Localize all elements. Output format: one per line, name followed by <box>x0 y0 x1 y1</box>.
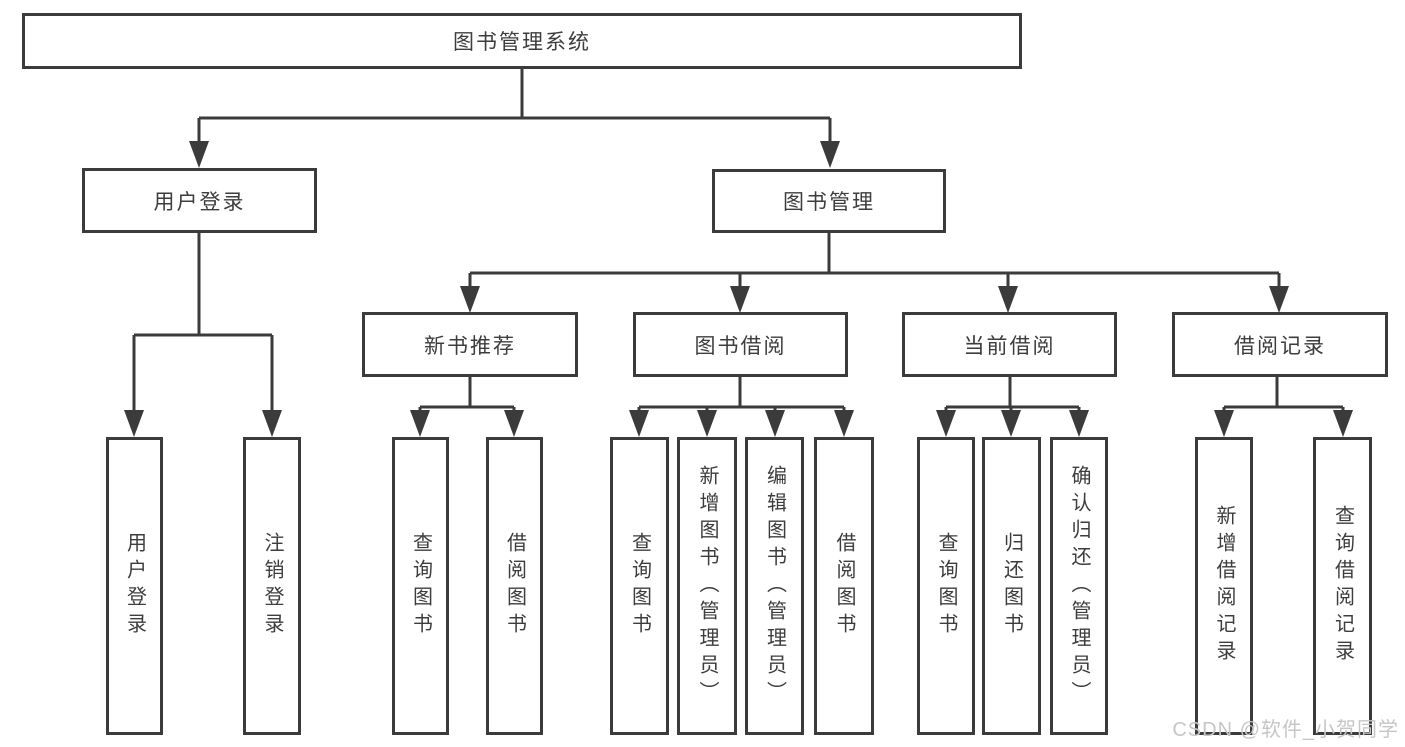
node-borrowing-records-label: 借阅记录 <box>1234 334 1326 358</box>
leaf-user-login-label: 用户登录 <box>123 532 146 640</box>
leaf-br-add-record: 新增借阅记录 <box>1195 437 1253 735</box>
leaf-logout-label: 注销登录 <box>261 532 283 640</box>
node-book-management-label: 图书管理 <box>783 191 875 214</box>
csdn-watermark: CSDN @软件_小贺同学 <box>1172 719 1399 741</box>
leaf-user-login: 用户登录 <box>106 437 163 735</box>
leaf-bb-edit-books-label: 编辑图书（管理员） <box>763 464 786 708</box>
leaf-bb-add-books-label: 新增图书（管理员） <box>696 464 718 708</box>
leaf-logout: 注销登录 <box>243 437 301 735</box>
node-user-login: 用户登录 <box>82 168 317 233</box>
leaf-cb-query-books-label: 查询图书 <box>935 532 957 640</box>
node-new-book-recommend: 新书推荐 <box>362 312 578 377</box>
leaf-br-query-record-label: 查询借阅记录 <box>1331 505 1354 667</box>
leaf-cb-return-books: 归还图书 <box>982 437 1041 735</box>
leaf-br-add-record-label: 新增借阅记录 <box>1213 505 1235 667</box>
leaf-cb-query-books: 查询图书 <box>917 437 975 735</box>
node-book-borrowing: 图书借阅 <box>633 312 848 377</box>
leaf-bb-query-books: 查询图书 <box>610 437 669 735</box>
leaf-cb-confirm-return-label: 确认归还（管理员） <box>1068 464 1090 708</box>
node-current-borrowing: 当前借阅 <box>902 312 1117 377</box>
leaf-bb-add-books: 新增图书（管理员） <box>677 437 737 735</box>
leaf-cb-return-books-label: 归还图书 <box>1000 532 1023 640</box>
node-current-borrowing-label: 当前借阅 <box>963 334 1056 358</box>
leaf-br-query-record: 查询借阅记录 <box>1313 437 1372 735</box>
node-book-management: 图书管理 <box>712 169 946 233</box>
node-root-label: 图书管理系统 <box>453 31 591 54</box>
node-borrowing-records: 借阅记录 <box>1172 312 1388 377</box>
node-book-borrowing-label: 图书借阅 <box>694 334 787 358</box>
leaf-cb-confirm-return: 确认归还（管理员） <box>1050 437 1108 735</box>
leaf-bb-query-books-label: 查询图书 <box>628 532 651 640</box>
leaf-bb-borrow-books: 借阅图书 <box>814 437 874 735</box>
leaf-nbr-borrow-books: 借阅图书 <box>486 437 543 735</box>
node-user-login-label: 用户登录 <box>153 190 246 214</box>
leaf-nbr-borrow-books-label: 借阅图书 <box>503 532 526 640</box>
leaf-nbr-query-books: 查询图书 <box>392 437 449 735</box>
leaf-bb-borrow-books-label: 借阅图书 <box>833 532 855 640</box>
leaf-bb-edit-books: 编辑图书（管理员） <box>745 437 804 735</box>
node-new-book-recommend-label: 新书推荐 <box>424 334 516 358</box>
arrowheads <box>124 141 1353 437</box>
leaf-nbr-query-books-label: 查询图书 <box>409 532 432 640</box>
node-root: 图书管理系统 <box>22 13 1022 69</box>
